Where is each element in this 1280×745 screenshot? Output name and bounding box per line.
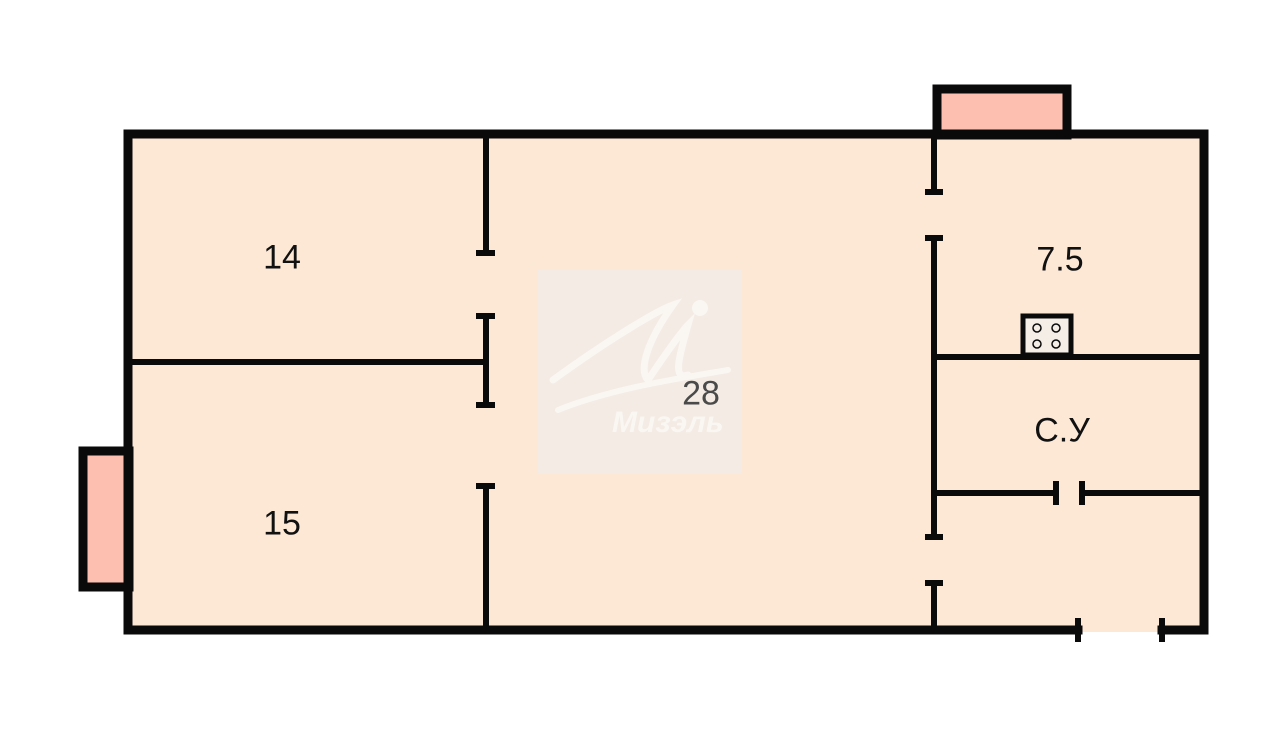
- outer-wall: [123, 129, 1209, 635]
- watermark-logo: [538, 270, 742, 474]
- window-top: [932, 84, 1072, 140]
- kitchen-label: 7.5: [1036, 240, 1084, 279]
- stove-icon: [1020, 313, 1074, 358]
- room-label-14: 14: [263, 238, 301, 277]
- room-label-28: 28: [682, 374, 720, 413]
- interior-walls: [128, 134, 1204, 642]
- watermark-swoosh-icon: [549, 298, 731, 413]
- bathroom-label: С.У: [1034, 411, 1090, 450]
- walls: [123, 129, 1209, 635]
- room-label-15: 15: [263, 504, 301, 543]
- window-left: [78, 446, 134, 592]
- watermark-text: Мизэль: [612, 406, 724, 439]
